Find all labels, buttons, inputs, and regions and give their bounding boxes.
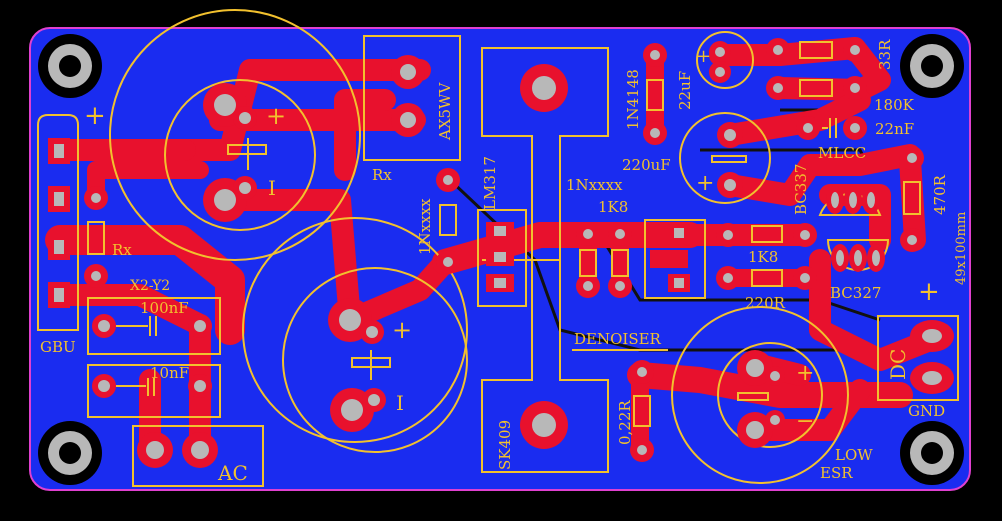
label-bc327: BC327 (830, 284, 881, 302)
cap-low-esr (671, 306, 849, 484)
plus-mark-22u: + (696, 46, 711, 67)
cap-100n (87, 297, 221, 355)
plus-mark-lowesr: + (796, 361, 814, 386)
bar-mark-cap1: I (268, 176, 276, 200)
diode-1nxxxx-left (436, 168, 460, 274)
cap-10n (87, 364, 221, 418)
label-denoiser: DENOISER (574, 330, 662, 348)
label-1n4148: 1N4148 (624, 69, 642, 130)
label-22nf: 22nF (875, 120, 914, 138)
label-022r: 0,22R (616, 400, 634, 445)
label-esr: ESR (820, 464, 853, 482)
transistor-bc327 (826, 239, 890, 272)
label-220uf: 220uF (622, 156, 671, 174)
bar-mark-cap2: I (396, 391, 404, 415)
label-rx-left: Rx (112, 241, 132, 259)
label-1nxxxx-left: 1Nxxxx (416, 198, 434, 255)
label-x2y2: X2-Y2 (130, 278, 170, 294)
label-1nxxxx-mid: 1Nxxxx (566, 176, 623, 194)
label-470r: 470R (931, 174, 949, 215)
dc-terminal (877, 315, 959, 401)
label-dc: DC (886, 349, 910, 380)
plus-mark-dc: + (918, 277, 940, 307)
label-33r: 33R (876, 39, 894, 70)
cap-220u (679, 112, 771, 204)
label-100nf: 100nF (140, 299, 189, 317)
label-lm317: LM317 (481, 156, 499, 210)
label-22uf: 22uF (676, 71, 694, 110)
lm317 (477, 209, 527, 307)
label-gnd: GND (908, 402, 945, 420)
resistor-022r (630, 360, 654, 462)
label-1k8-a: 1K8 (598, 198, 628, 216)
label-mlcc: MLCC (818, 144, 866, 162)
plus-mark-cap2: + (392, 316, 412, 344)
ac-terminal (132, 425, 264, 487)
transistor-bc337 (818, 186, 882, 216)
heatsink-sk409 (481, 47, 609, 473)
label-180k: 180K (874, 96, 915, 114)
cap-22u (696, 31, 754, 89)
silkscreen-text: GBU Rx X2-Y2 100nF 10nF AC Rx AX5WV 1Nxx… (40, 39, 969, 485)
diode-1n4148 (643, 43, 667, 145)
label-low: LOW (835, 446, 873, 464)
cap-big-mid (242, 217, 468, 453)
label-ax5wv: AX5WV (436, 82, 454, 141)
label-rx-top: Rx (372, 166, 392, 184)
label-ac: AC (217, 461, 248, 485)
minus-mark-lowesr: − (796, 409, 814, 434)
label-1k8-b: 1K8 (748, 248, 778, 266)
label-bc337: BC337 (792, 164, 810, 215)
denoiser-parts (572, 219, 817, 351)
plus-mark-gbu: + (84, 101, 106, 131)
label-gbu: GBU (40, 338, 76, 356)
gbu-bridge (37, 114, 79, 331)
mounting-holes (38, 34, 964, 485)
label-board-size: 49x100mm (954, 212, 969, 285)
resistors-top-right (766, 38, 924, 252)
rx-top-terminal (363, 35, 461, 161)
plus-mark-cap1: + (266, 102, 286, 130)
resistor-rx-left (84, 186, 108, 288)
plus-mark-220u: + (696, 171, 714, 196)
label-10nf: 10nF (150, 364, 189, 382)
cap-big-left (109, 9, 361, 261)
label-220r: 220R (745, 294, 786, 312)
label-sk409: SK409 (496, 420, 514, 470)
